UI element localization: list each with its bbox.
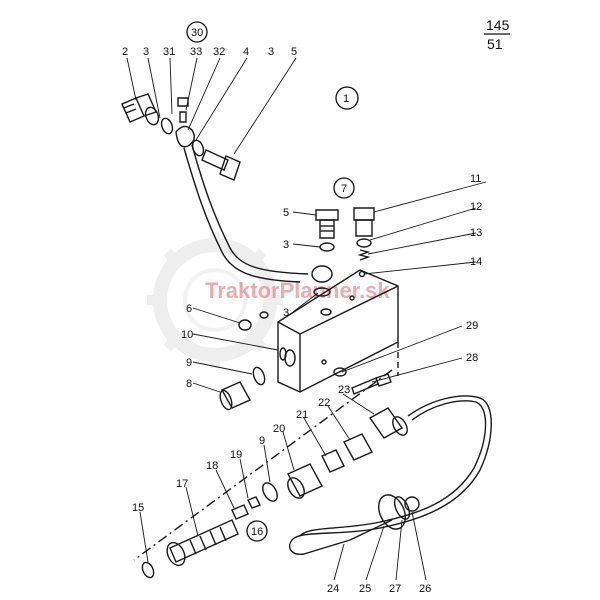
callout-5-b: 5 bbox=[283, 207, 289, 219]
callout-26: 26 bbox=[419, 583, 431, 595]
callout-9-a: 9 bbox=[186, 357, 192, 369]
callout-21: 21 bbox=[296, 409, 308, 421]
callout-4: 4 bbox=[243, 46, 249, 58]
callout-8: 8 bbox=[186, 378, 192, 390]
callout-10: 10 bbox=[181, 329, 193, 341]
callout-3-c: 3 bbox=[283, 239, 289, 251]
callout-32: 32 bbox=[213, 46, 225, 58]
callout-7: 7 bbox=[341, 183, 347, 195]
callout-5-a: 5 bbox=[291, 46, 297, 58]
callout-33: 33 bbox=[190, 46, 202, 58]
callout-24: 24 bbox=[327, 583, 339, 595]
callout-9-b: 9 bbox=[259, 435, 265, 447]
callout-17: 17 bbox=[176, 478, 188, 490]
page-ref-bottom: 51 bbox=[487, 36, 503, 52]
callout-2: 2 bbox=[122, 46, 128, 58]
callout-18: 18 bbox=[206, 460, 218, 472]
callout-19: 19 bbox=[230, 449, 242, 461]
callout-circle-30 bbox=[186, 21, 208, 43]
page-reference: 145 51 bbox=[484, 17, 510, 52]
callout-13: 13 bbox=[470, 227, 482, 239]
callout-29: 29 bbox=[466, 320, 478, 332]
callout-15: 15 bbox=[132, 502, 144, 514]
callout-6: 6 bbox=[186, 303, 192, 315]
banjo-bolt-left bbox=[121, 93, 160, 126]
callout-1: 1 bbox=[343, 93, 349, 105]
callout-25: 25 bbox=[359, 583, 371, 595]
callout-12: 12 bbox=[470, 201, 482, 213]
callout-31: 31 bbox=[163, 46, 175, 58]
callout-28: 28 bbox=[466, 352, 478, 364]
callout-3-b: 3 bbox=[268, 46, 274, 58]
callout-14: 14 bbox=[470, 256, 482, 268]
watermark-gear-icon bbox=[147, 232, 283, 368]
callout-circle-7 bbox=[333, 177, 355, 199]
callout-30: 30 bbox=[191, 27, 203, 39]
callout-20: 20 bbox=[273, 423, 285, 435]
callout-3-a: 3 bbox=[143, 46, 149, 58]
callout-labels: 30 1 7 16 2 3 31 33 32 4 3 5 5 3 3 11 12… bbox=[122, 27, 482, 595]
callout-circle-1 bbox=[335, 86, 359, 110]
callout-16: 16 bbox=[251, 526, 263, 538]
callout-3-d: 3 bbox=[283, 307, 289, 319]
callout-23: 23 bbox=[338, 384, 350, 396]
callout-circle-16 bbox=[246, 520, 268, 542]
callout-22: 22 bbox=[318, 397, 330, 409]
line-art bbox=[121, 57, 492, 581]
page-ref-top: 145 bbox=[486, 17, 510, 33]
callout-11: 11 bbox=[470, 173, 481, 185]
callout-27: 27 bbox=[389, 583, 401, 595]
